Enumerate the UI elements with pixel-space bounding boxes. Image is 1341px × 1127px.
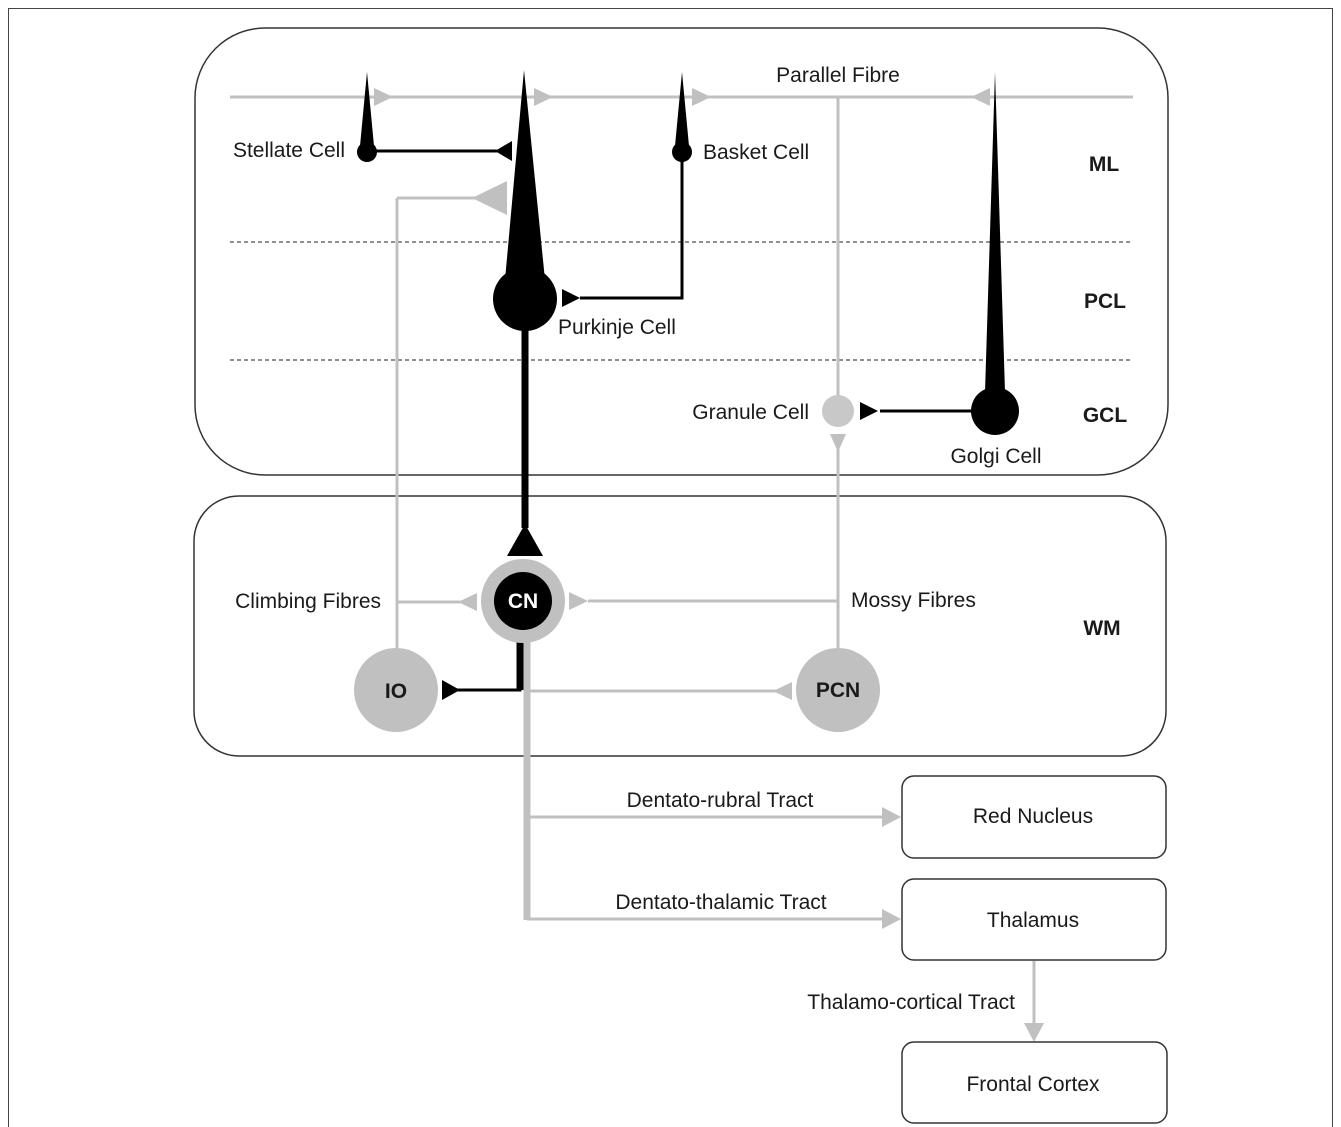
cn-nucleus — [494, 572, 552, 630]
climbing-to-purkinje-arrow — [472, 181, 507, 215]
pf-arrow-2 — [534, 88, 553, 106]
pcn-label: PCN — [816, 679, 860, 702]
cortical-arrow — [1024, 1023, 1044, 1042]
cn-label: CN — [508, 590, 538, 613]
excitatory-arrowheads — [374, 88, 1044, 1042]
cn-efferent-pathways — [523, 640, 1036, 1023]
dentato-rubral-label: Dentato-rubral Tract — [627, 789, 814, 812]
red-nucleus-box — [901, 775, 1167, 859]
stellate-cell-body — [357, 142, 377, 162]
dentato-thalamic-label: Dentato-thalamic Tract — [615, 891, 826, 914]
pf-arrow-4 — [971, 88, 990, 106]
thalamo-cortical-label: Thalamo-cortical Tract — [807, 991, 1015, 1014]
granule-cell-label: Granule Cell — [692, 401, 809, 424]
figure-frame — [8, 8, 1333, 1127]
granule-cell-body — [822, 395, 854, 427]
purkinje-dendrite — [505, 70, 545, 280]
basket-cell-label: Basket Cell — [703, 141, 809, 164]
basket-dendrite — [675, 72, 689, 146]
basket-arrow — [562, 289, 580, 307]
io-nucleus — [354, 648, 438, 732]
stellate-dendrite — [360, 72, 374, 146]
golgi-dendrite — [985, 72, 1005, 392]
layer-label-pcl: PCL — [1084, 290, 1126, 313]
thalamus-box — [901, 878, 1167, 961]
climbing-fibres-label: Climbing Fibres — [235, 590, 381, 613]
rubral-arrow — [882, 807, 901, 827]
mossy-fibres-label: Mossy Fibres — [851, 589, 976, 612]
golgi-cell-body — [971, 387, 1019, 435]
layer-label-wm: WM — [1083, 617, 1120, 640]
cortex-box — [194, 27, 1169, 476]
stellate-cell-label: Stellate Cell — [233, 139, 345, 162]
purkinje-cell-label: Purkinje Cell — [558, 316, 676, 339]
thalamus-label: Thalamus — [987, 909, 1079, 932]
pcn-nucleus — [796, 648, 880, 732]
golgi-arrow — [860, 402, 878, 420]
stellate-arrow — [495, 141, 512, 161]
thalamic-arrow — [882, 909, 901, 929]
basket-axon — [580, 152, 684, 300]
golgi-cell-label: Golgi Cell — [950, 445, 1041, 468]
purkinje-to-cn-arrow — [507, 524, 543, 556]
purkinje-cell-body — [493, 267, 557, 331]
pf-arrow-1 — [374, 88, 393, 106]
frontal-cortex-label: Frontal Cortex — [966, 1073, 1100, 1096]
pf-arrow-3 — [692, 88, 711, 106]
climbing-to-cn-arrow — [458, 593, 477, 611]
white-matter-box — [193, 495, 1167, 757]
cn-to-pcn-arrow — [773, 682, 792, 700]
inhibitory-arrowheads — [442, 141, 878, 700]
cn-to-io-arrow — [442, 680, 460, 700]
layer-label-ml: ML — [1089, 153, 1119, 176]
layer-label-gcl: GCL — [1083, 404, 1128, 427]
frontal-cortex-box — [901, 1041, 1168, 1124]
io-label: IO — [385, 680, 407, 703]
basket-cell-body — [672, 142, 692, 162]
mossy-to-granule-arrow — [830, 434, 846, 452]
red-nucleus-label: Red Nucleus — [973, 805, 1093, 828]
mossy-to-cn-arrow — [569, 592, 588, 610]
parallel-fibre-label: Parallel Fibre — [776, 64, 900, 87]
